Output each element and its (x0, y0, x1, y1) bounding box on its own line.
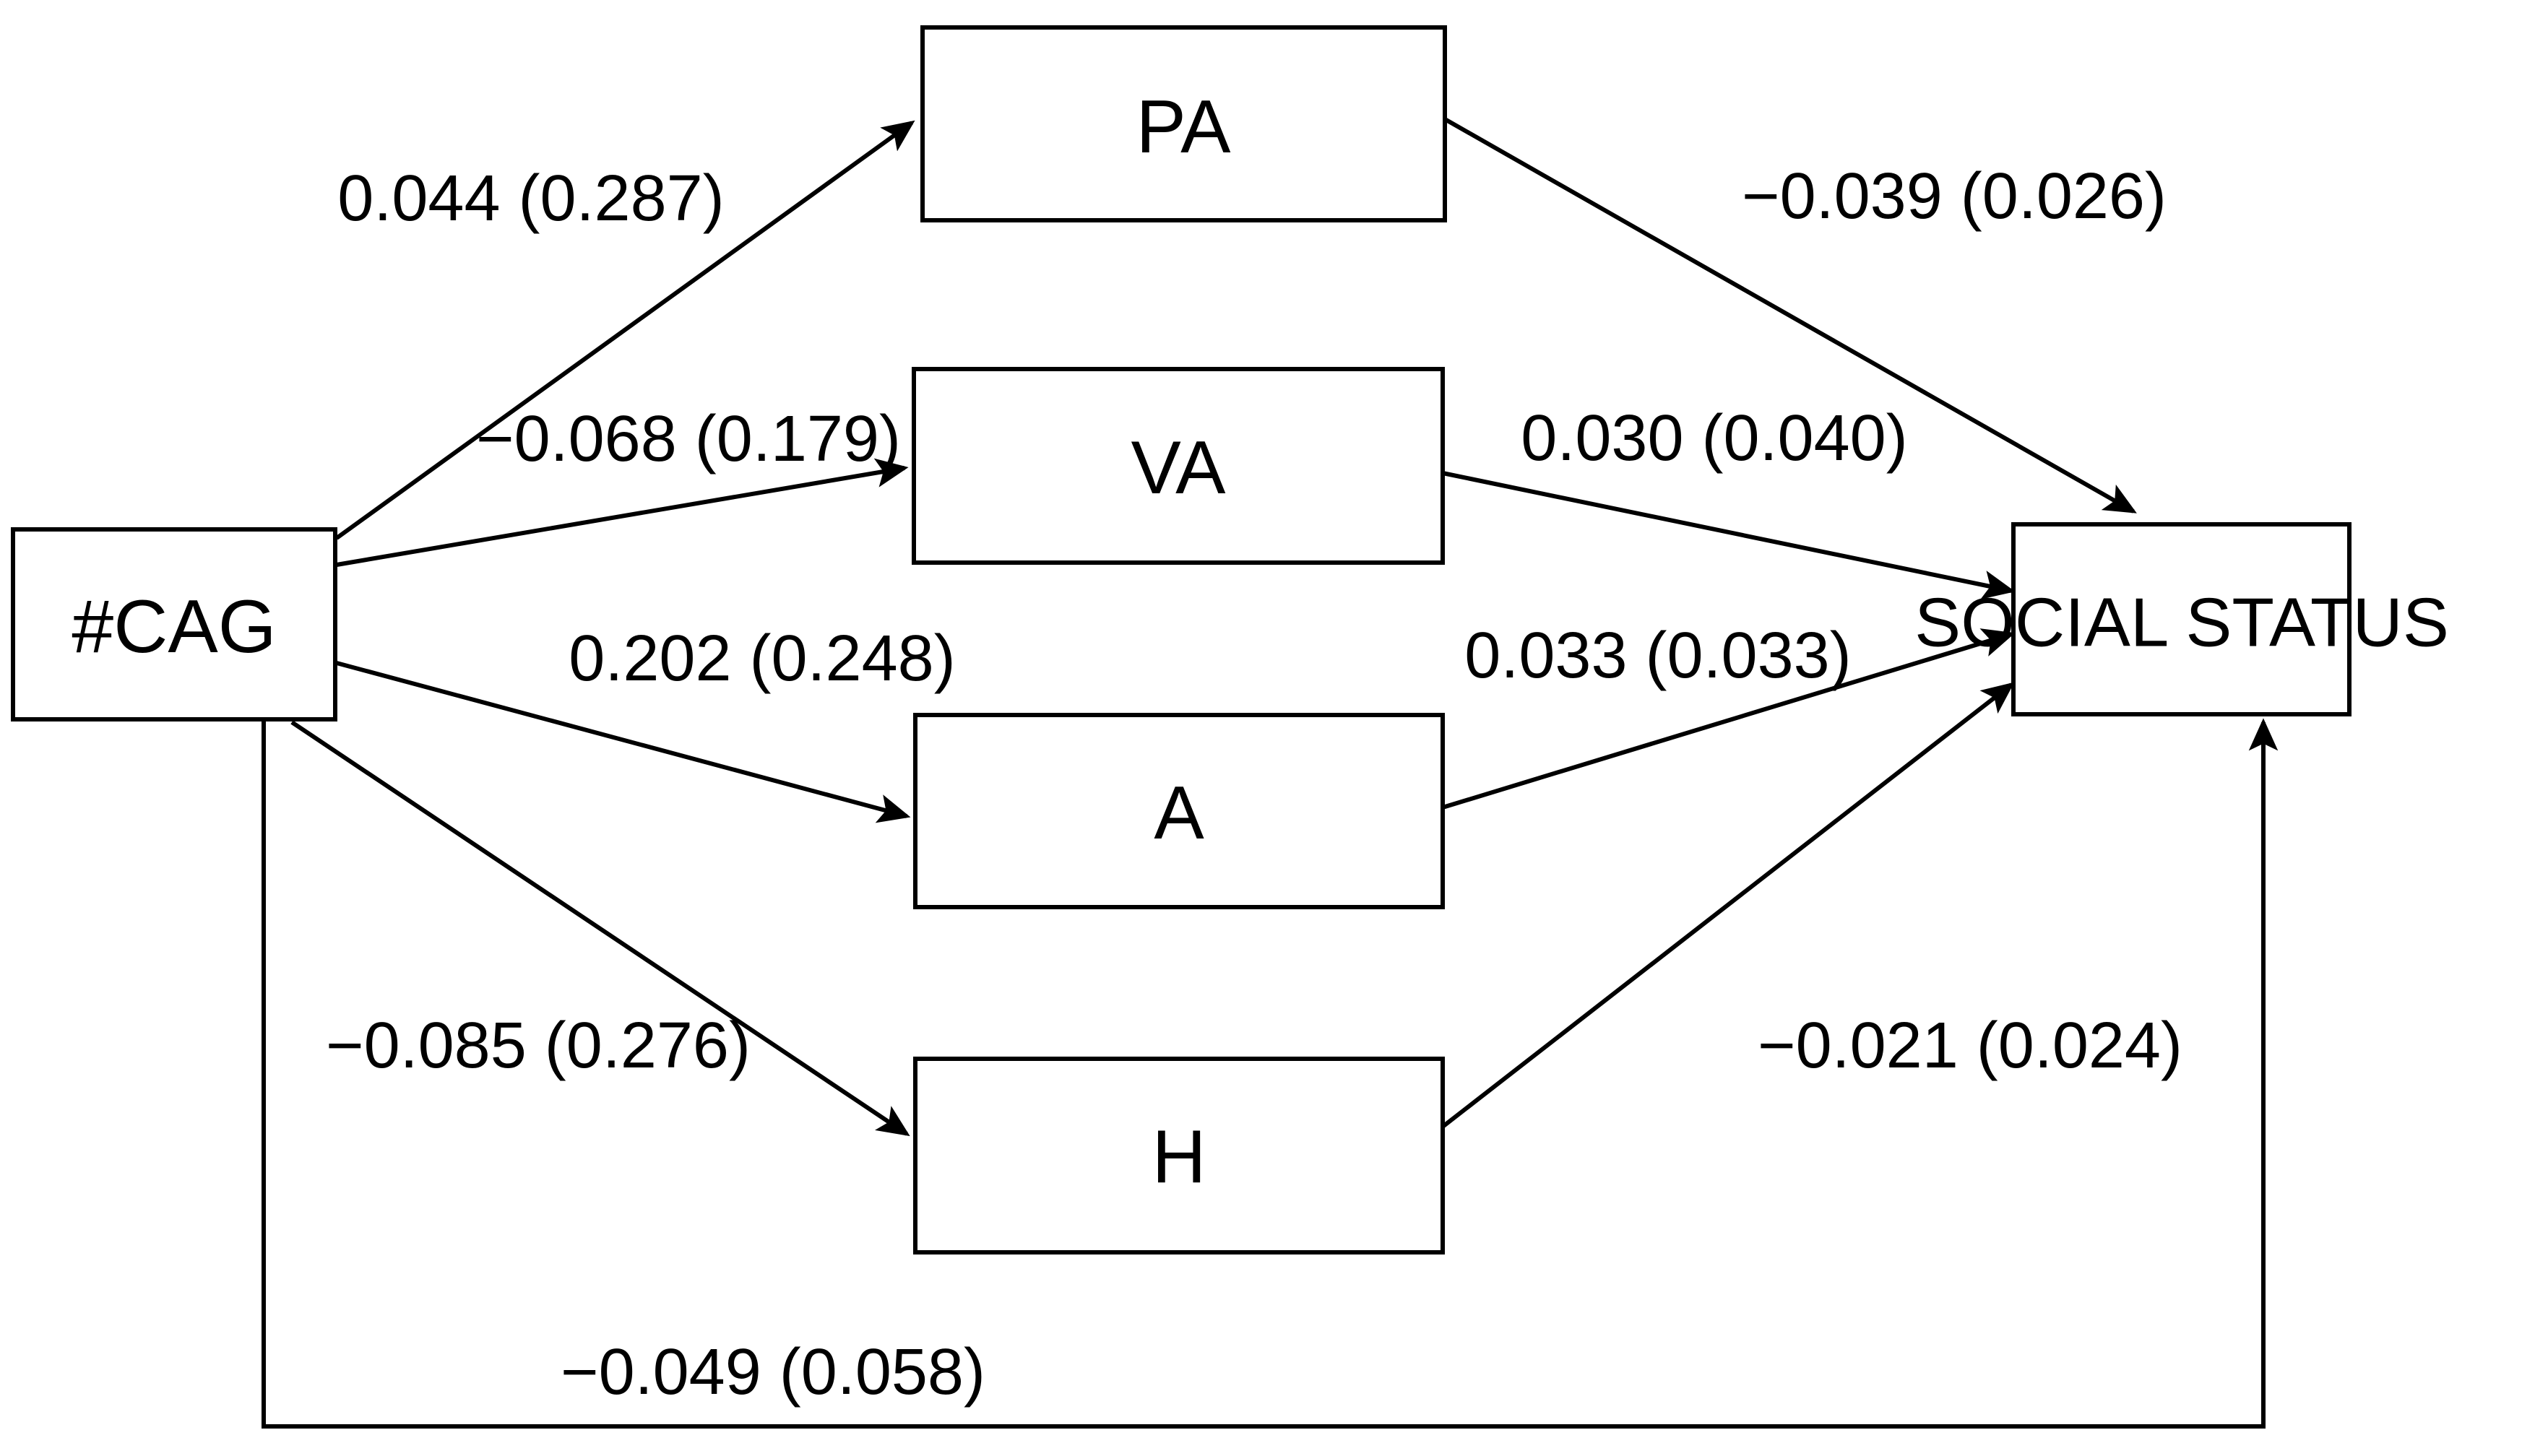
edge-label-cag-h: −0.085 (0.276) (326, 1010, 751, 1082)
node-pa[interactable]: PA (920, 25, 1447, 222)
edge-va-social (1442, 471, 2016, 599)
edge-a-social (1442, 628, 2016, 810)
edge-pa-social (1443, 117, 2137, 514)
node-pa-box (920, 25, 1447, 222)
edge-cag-va (336, 458, 909, 567)
node-h[interactable]: H (913, 1057, 1445, 1254)
node-social-status-box (2011, 522, 2352, 716)
edge-label-cag-social: −0.049 (0.058) (561, 1336, 985, 1408)
node-cag-box (11, 527, 337, 722)
edge-h-social (1441, 682, 2015, 1129)
node-pa-label: PA (1136, 85, 1231, 169)
node-a-label: A (1154, 771, 1204, 855)
node-cag[interactable]: #CAG (11, 527, 337, 722)
node-a-box (913, 713, 1445, 909)
node-a[interactable]: A (913, 713, 1445, 909)
node-h-box (913, 1057, 1445, 1254)
edge-cag-pa (335, 120, 915, 540)
edge-label-cag-va: −0.068 (0.179) (476, 403, 901, 475)
edge-label-cag-pa: 0.044 (0.287) (337, 162, 724, 235)
edge-label-h-social: −0.021 (0.024) (1758, 1010, 2182, 1082)
node-va[interactable]: VA (912, 367, 1445, 565)
edge-label-pa-social: −0.039 (0.026) (1742, 160, 2167, 233)
node-cag-label: #CAG (72, 585, 276, 669)
edge-label-cag-a: 0.202 (0.248) (569, 623, 955, 695)
edge-cag-h (290, 720, 910, 1137)
edge-label-a-social: 0.033 (0.033) (1464, 620, 1851, 692)
edge-cag-a (336, 661, 911, 823)
node-va-label: VA (1131, 426, 1226, 510)
node-social-status-label: SOCIAL STATUS (1914, 584, 2449, 662)
edge-cag-social (262, 718, 2279, 1429)
edge-label-va-social: 0.030 (0.040) (1521, 402, 1907, 474)
node-social-status[interactable]: SOCIAL STATUS (1914, 522, 2449, 716)
node-va-box (912, 367, 1445, 565)
node-h-label: H (1152, 1115, 1206, 1199)
